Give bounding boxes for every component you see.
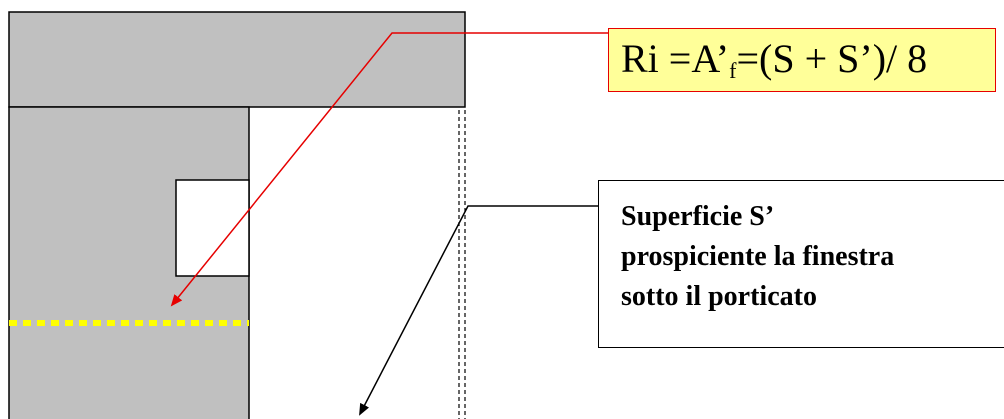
formula-subscript: f (729, 58, 737, 83)
window-opening (175, 179, 250, 277)
label-line: Superficie S’ (621, 201, 775, 232)
formula-suffix: =(S + S’)/ 8 (736, 36, 928, 81)
label-pointer-arrow (359, 205, 598, 416)
formula-box: Ri =A’f=(S + S’)/ 8 (608, 28, 996, 92)
formula-prefix: Ri =A’ (621, 36, 730, 81)
surface-label-box: Superficie S’ prospiciente la finestra s… (598, 180, 1004, 348)
roof-slab (8, 11, 466, 108)
label-line: prospiciente la finestra (621, 241, 895, 272)
label-line: sotto il porticato (621, 281, 817, 312)
formula-pointer-arrow (170, 32, 608, 307)
